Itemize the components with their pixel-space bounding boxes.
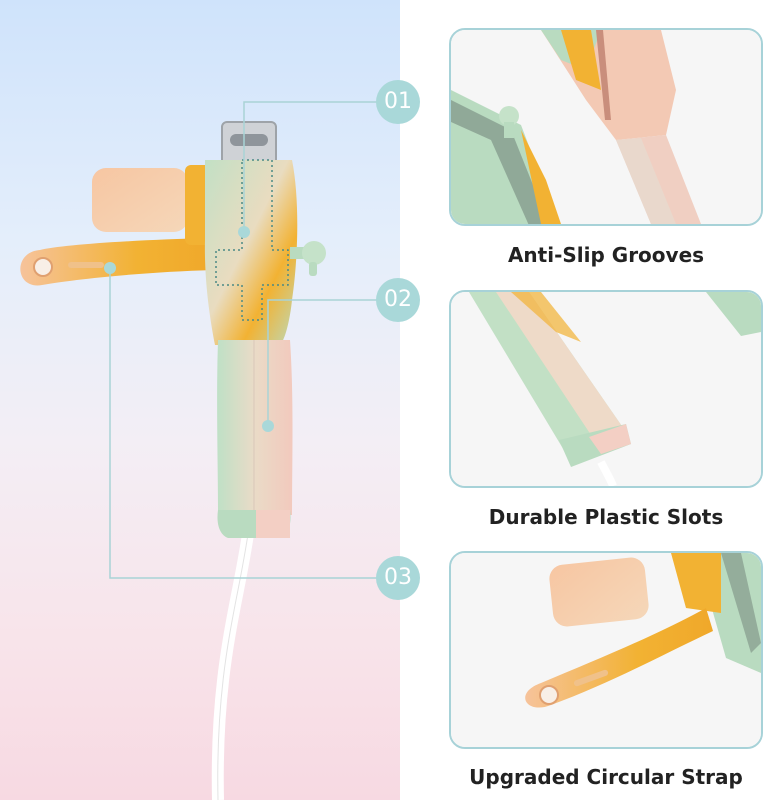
usb-cable — [211, 519, 256, 800]
feature-card-circular-strap — [449, 551, 763, 749]
caption-anti-slip-grooves: Anti-Slip Grooves — [507, 243, 705, 267]
durable-plastic-slots-image — [451, 292, 761, 486]
left-panel-background — [0, 0, 400, 800]
callout-badge-02: 02 — [376, 278, 420, 322]
strap-hole — [33, 257, 53, 277]
protector-body — [204, 160, 298, 345]
cable-sleeve — [217, 340, 293, 515]
caption-upgraded-circular-strap: Upgraded Circular Strap — [469, 765, 743, 789]
tab — [92, 168, 188, 232]
callout-badge-03: 03 — [376, 556, 420, 600]
anti-slip-grooves-image — [451, 30, 761, 224]
caption-durable-plastic-slots: Durable Plastic Slots — [488, 505, 724, 529]
cable-protector-illustration — [20, 101, 380, 800]
circular-strap-image — [451, 553, 761, 747]
feature-card-plastic-slots — [449, 290, 763, 488]
feature-card-anti-slip — [449, 28, 763, 226]
callout-badge-01: 01 — [376, 80, 420, 124]
strap — [20, 238, 216, 286]
